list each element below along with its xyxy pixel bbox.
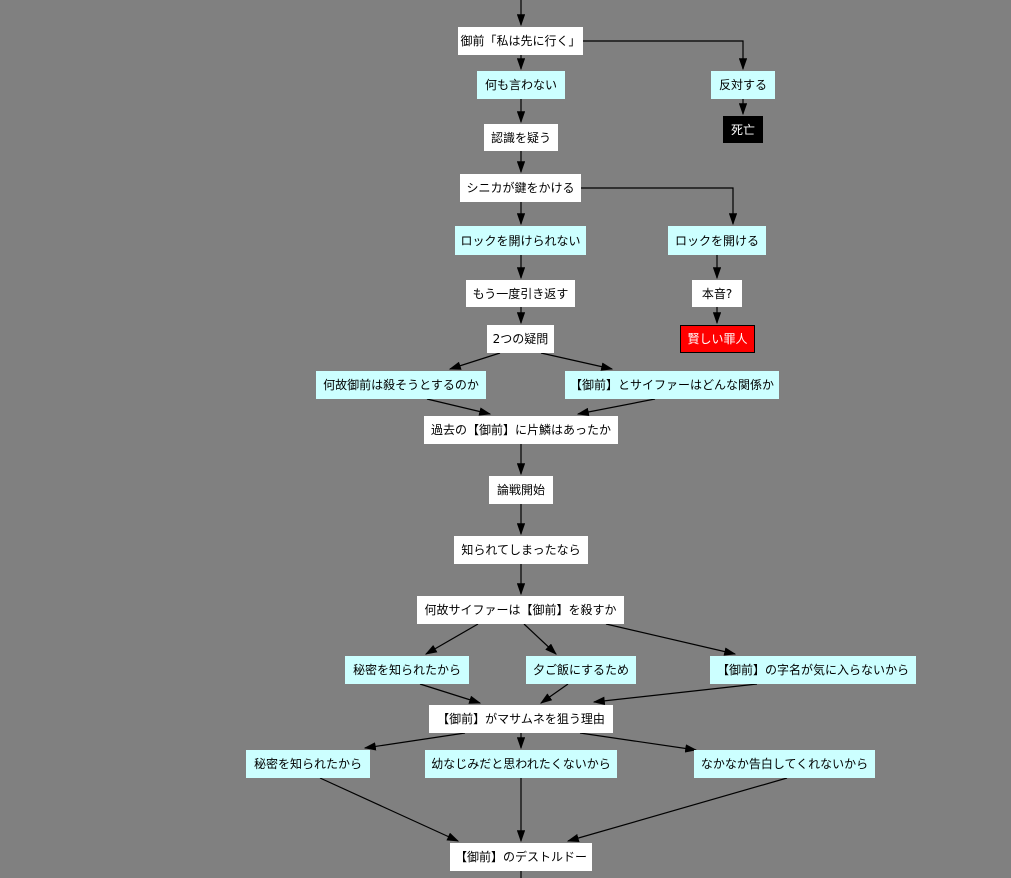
node-lock-akeru: ロックを開ける xyxy=(668,226,766,255)
node-yuugohan: 夕ご飯にするため xyxy=(526,656,636,684)
flow-arrow xyxy=(523,623,557,655)
flow-arrow xyxy=(581,187,738,226)
flow-arrow xyxy=(540,683,569,704)
flow-arrow xyxy=(579,732,698,753)
node-naze-omae: 何故御前は殺そうとするのか xyxy=(316,371,486,399)
node-lock-akerarenai: ロックを開けられない xyxy=(455,226,586,255)
node-shibou: 死亡 xyxy=(723,116,763,143)
node-himitsu-2: 秘密を知られたから xyxy=(246,750,370,778)
node-destrudo: 【御前】のデストルドー xyxy=(450,843,592,871)
node-mou-ichido: もう一度引き返す xyxy=(466,280,575,307)
node-himitsu-1: 秘密を知られたから xyxy=(345,656,469,684)
node-hantai-suru: 反対する xyxy=(711,71,775,99)
flow-arrow xyxy=(426,398,492,416)
node-sinica-kagi: シニカが鍵をかける xyxy=(460,174,581,202)
node-nanimo-iwanai: 何も言わない xyxy=(477,71,565,99)
flow-arrow xyxy=(319,777,460,842)
flow-arrow xyxy=(592,683,758,705)
node-sakashii-zainin: 賢しい罪人 xyxy=(680,325,755,353)
flow-arrow xyxy=(576,398,656,417)
node-ninshiki-wo-utagau: 認識を疑う xyxy=(484,124,558,151)
flow-arrow xyxy=(419,683,482,704)
node-kokuhaku: なかなか告白してくれないから xyxy=(694,750,875,778)
flow-arrow xyxy=(363,732,466,751)
flow-arrow xyxy=(540,352,614,371)
flow-arrow xyxy=(424,623,479,655)
node-shirarete: 知られてしまったなら xyxy=(454,536,588,564)
node-masamune-nerau: 【御前】がマサムネを狙う理由 xyxy=(429,705,613,733)
flow-arrow xyxy=(583,40,748,71)
node-azana: 【御前】の字名が気に入らないから xyxy=(710,656,916,684)
node-kako-henrin: 過去の【御前】に片鱗はあったか xyxy=(424,416,618,444)
node-honne: 本音? xyxy=(692,280,742,307)
node-naze-cipher: 何故サイファーは【御前】を殺すか xyxy=(417,596,624,624)
flow-arrow xyxy=(448,352,501,370)
node-futatsu-no-gimon: 2つの疑問 xyxy=(487,325,554,353)
node-osananajimi: 幼なじみだと思われたくないから xyxy=(425,750,617,778)
node-omae-saki-ni-iku: 御前「私は先に行く」 xyxy=(458,27,583,55)
node-ronsen-kaishi: 論戦開始 xyxy=(489,476,553,504)
flow-arrow xyxy=(605,623,737,656)
node-cipher-kankei: 【御前】とサイファーはどんな関係か xyxy=(565,371,779,399)
flow-arrow xyxy=(566,777,788,843)
